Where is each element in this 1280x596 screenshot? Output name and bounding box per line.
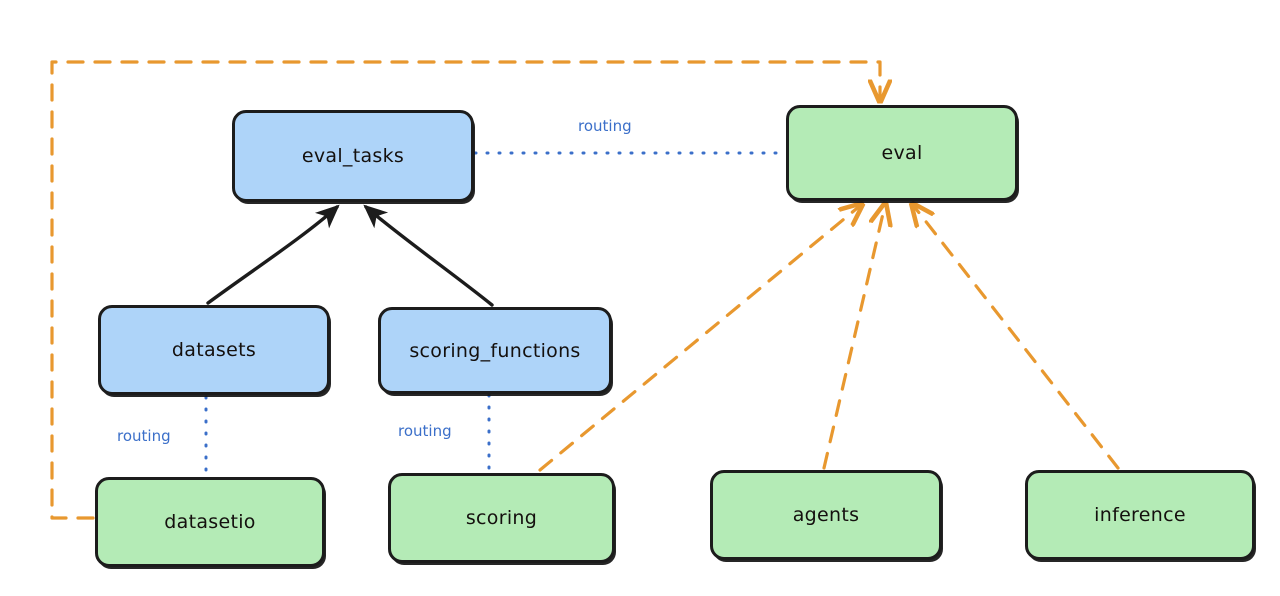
edge-agents-to-eval	[822, 205, 885, 470]
edge-label-routing-datasets-datasetio: routing	[117, 427, 171, 445]
node-label: inference	[1094, 504, 1186, 526]
edge-label-routing-scoring-functions-scoring: routing	[398, 422, 452, 440]
node-scoring[interactable]: scoring	[388, 473, 615, 563]
node-scoring-functions[interactable]: scoring_functions	[378, 307, 612, 394]
node-agents[interactable]: agents	[710, 470, 942, 560]
node-datasets[interactable]: datasets	[98, 305, 330, 395]
node-label: agents	[792, 504, 860, 526]
edge-datasets-to-eval_tasks	[206, 204, 340, 305]
node-label: scoring	[465, 507, 538, 529]
edge-label-routing-eval-tasks-eval: routing	[578, 117, 632, 135]
edge-scoring-to-eval	[538, 205, 861, 472]
node-label: eval_tasks	[301, 145, 405, 167]
node-label: datasetio	[164, 511, 256, 533]
edge-scoring_functions-to-eval_tasks	[363, 204, 494, 307]
node-datasetio[interactable]: datasetio	[95, 477, 325, 567]
node-label: datasets	[171, 339, 257, 361]
node-eval[interactable]: eval	[786, 105, 1018, 201]
edge-datasetio-to-eval	[50, 60, 880, 520]
edge-inference-to-eval	[913, 205, 1120, 470]
node-label: scoring_functions	[409, 339, 581, 362]
node-inference[interactable]: inference	[1025, 470, 1255, 560]
node-eval-tasks[interactable]: eval_tasks	[232, 110, 474, 202]
node-label: eval	[881, 142, 923, 164]
